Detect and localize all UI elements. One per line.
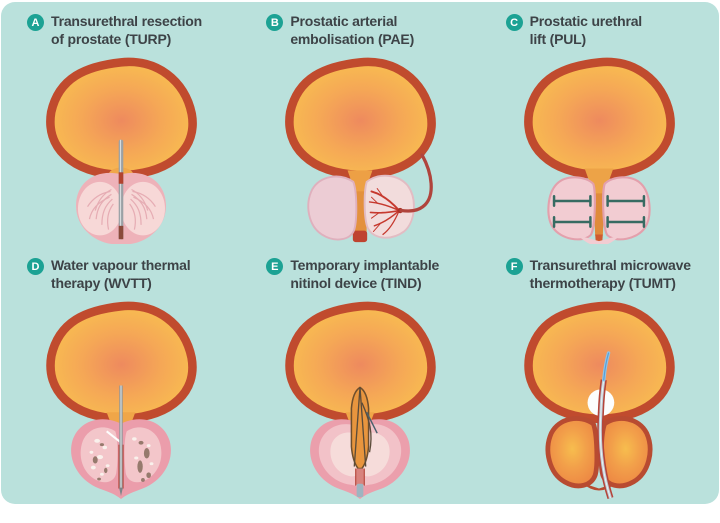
title-line: Transurethral microwave xyxy=(529,257,691,273)
tumt-illustration xyxy=(524,301,676,500)
resectoscope-instrument xyxy=(118,140,123,240)
title-line: Prostatic urethral xyxy=(529,13,643,29)
title-line: embolisation (PAE) xyxy=(290,31,415,48)
panel-letter-badge-a: A xyxy=(27,14,44,31)
panel-tumt-title: Transurethral microwave thermotherapy (T… xyxy=(530,256,691,292)
wvtt-illustration xyxy=(45,301,197,500)
embolisation-catheter xyxy=(399,153,433,213)
artery-network xyxy=(368,188,401,236)
panel-pae-header: B Prostatic arterial embolisation (PAE) xyxy=(240,8,479,48)
vapour-lesion-speckles xyxy=(89,437,154,483)
title-line: therapy (WVTT) xyxy=(51,275,152,292)
title-line: Temporary implantable xyxy=(290,257,440,273)
panel-tumt: F Transurethral microwave thermotherapy … xyxy=(480,252,719,504)
tind-illustration xyxy=(285,301,436,500)
prostate-shape xyxy=(547,176,651,245)
panel-pae: B Prostatic arterial embolisation (PAE) xyxy=(240,8,479,252)
pae-illustration xyxy=(285,58,436,243)
panel-letter-badge-d: D xyxy=(27,258,44,275)
panel-pae-title: Prostatic arterial embolisation (PAE) xyxy=(290,12,414,48)
panel-grid: A Transurethral resection of prostate (T… xyxy=(1,2,719,504)
panel-letter-badge-c: C xyxy=(505,14,523,31)
panel-tumt-header: F Transurethral microwave thermotherapy … xyxy=(480,252,719,292)
panel-pul-title: Prostatic urethral lift (PUL) xyxy=(529,12,643,48)
panel-turp-title: Transurethral resection of prostate (TUR… xyxy=(51,12,202,48)
panel-tind-header: E Temporary implantable nitinol device (… xyxy=(240,252,479,292)
title-line: nitinol device (TIND) xyxy=(290,275,422,292)
panel-tind: E Temporary implantable nitinol device (… xyxy=(240,252,479,504)
panel-pul: C Prostatic urethral lift (PUL) xyxy=(480,8,719,252)
title-line: lift (PUL) xyxy=(529,31,587,48)
microwave-catheter xyxy=(597,351,614,500)
title-line: Prostatic arterial xyxy=(290,13,398,29)
panel-letter-badge-b: B xyxy=(266,14,284,31)
panel-wvtt-title: Water vapour thermal therapy (WVTT) xyxy=(51,256,191,292)
bladder-shape xyxy=(285,58,436,180)
panel-turp-header: A Transurethral resection of prostate (T… xyxy=(1,8,240,48)
title-line: Transurethral resection xyxy=(51,13,203,29)
vapour-needle-instrument xyxy=(105,385,124,497)
turp-illustration xyxy=(45,58,197,245)
bladder-shape xyxy=(524,58,676,180)
urethral-lift-implants xyxy=(553,195,646,229)
title-line: thermotherapy (TUMT) xyxy=(529,275,676,292)
title-line: of prostate (TURP) xyxy=(51,31,172,48)
pul-illustration xyxy=(524,58,676,245)
panel-letter-badge-f: F xyxy=(505,258,523,275)
title-line: Water vapour thermal xyxy=(51,257,191,273)
panel-tind-title: Temporary implantable nitinol device (TI… xyxy=(290,256,439,292)
panel-wvtt: D Water vapour thermal therapy (WVTT) xyxy=(1,252,240,504)
heated-prostate-shape xyxy=(545,416,653,491)
panel-pul-header: C Prostatic urethral lift (PUL) xyxy=(480,8,719,48)
six-panel-prostate-treatments-figure: A Transurethral resection of prostate (T… xyxy=(1,2,719,504)
panel-wvtt-header: D Water vapour thermal therapy (WVTT) xyxy=(1,252,240,292)
device-catheter xyxy=(355,468,365,498)
panel-turp: A Transurethral resection of prostate (T… xyxy=(1,8,240,252)
panel-letter-badge-e: E xyxy=(266,258,284,275)
